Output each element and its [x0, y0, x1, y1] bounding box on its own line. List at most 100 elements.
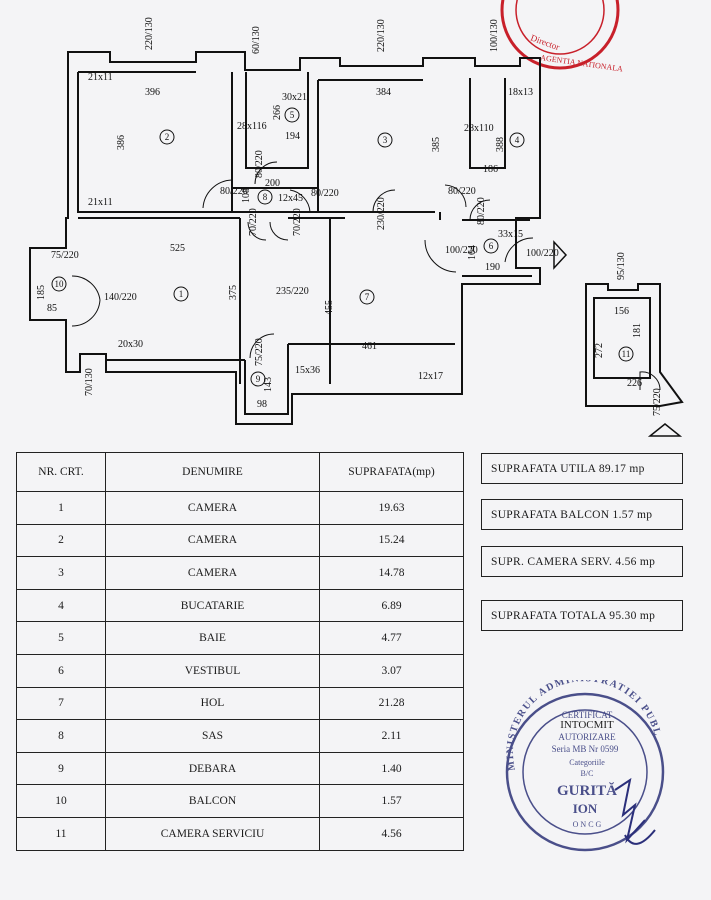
dim-label: 181 [632, 323, 643, 338]
summary-totala: SUPRAFATA TOTALA 95.30 mp [481, 600, 683, 631]
dim-label: 75/220 [51, 250, 79, 261]
cell-nr: 4 [16, 588, 106, 623]
cell-area: 14.78 [319, 556, 464, 590]
dim-label: 33x15 [498, 229, 523, 240]
dim-label: 200 [265, 178, 280, 189]
dim-label: 70/220 [248, 208, 259, 236]
dim-label: 75/220 [652, 388, 663, 416]
dim-label: 80/220 [311, 188, 339, 199]
dim-label: 15x36 [295, 365, 320, 376]
dim-label: 60/130 [251, 26, 262, 54]
cell-area: 1.57 [319, 784, 464, 818]
dim-label: 80/220 [254, 150, 265, 178]
room-number-4: 4 [509, 132, 525, 148]
cell-name: CAMERA [105, 491, 320, 525]
stamp-line: INTOCMIT [560, 719, 614, 731]
cell-name: VESTIBUL [105, 653, 320, 688]
cell-nr: 1 [16, 491, 106, 525]
cell-area: 1.40 [319, 751, 464, 786]
svg-text:9: 9 [256, 374, 261, 384]
dim-label: 396 [145, 87, 160, 98]
stamp-line: Categoriile [569, 758, 605, 767]
door-swings [71, 161, 661, 391]
dim-label: 190 [485, 262, 500, 273]
cell-area: 4.77 [319, 621, 464, 655]
cell-nr: 6 [16, 653, 106, 688]
red-stamp-text-b: AGENTIA NATIONALA [540, 53, 624, 74]
room-number-5: 5 [284, 107, 300, 123]
cell-area: 19.63 [319, 491, 464, 525]
dim-label: 140/220 [104, 292, 137, 303]
room-number-7: 7 [359, 289, 375, 305]
dim-label: 164 [467, 245, 478, 260]
dim-label: 28x110 [464, 123, 494, 134]
red-stamp-text-a: Director [529, 32, 561, 52]
cell-nr: 7 [16, 686, 106, 721]
cell-nr: 5 [16, 621, 106, 655]
dim-label: 21x11 [88, 197, 113, 208]
summary-camera-serv: SUPR. CAMERA SERV. 4.56 mp [481, 546, 683, 577]
dim-label: 100/130 [489, 19, 500, 52]
entrance-arrow [553, 240, 568, 270]
dim-label: 18x13 [508, 87, 533, 98]
dim-label: 461 [362, 341, 377, 352]
cell-nr: 10 [16, 784, 106, 818]
cell-name: BALCON [105, 784, 320, 818]
dim-label: 70/220 [292, 208, 303, 236]
dim-label: 70/130 [84, 368, 95, 396]
dim-label: 230/220 [376, 197, 387, 230]
stamp-line: B/C [581, 769, 594, 778]
room-number-3: 3 [377, 132, 393, 148]
dim-label: 385 [431, 137, 442, 152]
cell-area: 21.28 [319, 686, 464, 721]
dim-label: 384 [376, 87, 391, 98]
room-number-6: 6 [483, 238, 499, 254]
cell-nr: 11 [16, 816, 106, 851]
cell-nr: 9 [16, 751, 106, 786]
cell-area: 15.24 [319, 523, 464, 558]
svg-text:11: 11 [622, 349, 631, 359]
cell-name: HOL [105, 686, 320, 721]
svg-text:1: 1 [179, 289, 184, 299]
stamp-line: Seria MB Nr 0599 [552, 744, 619, 754]
dim-label: 194 [285, 131, 300, 142]
dim-label: 386 [116, 135, 127, 150]
dim-label: 186 [483, 164, 498, 175]
cell-nr: 2 [16, 523, 106, 558]
floor-plan: Director AGENTIA NATIONALA [29, 0, 684, 437]
svg-text:4: 4 [515, 135, 520, 145]
svg-text:3: 3 [383, 135, 388, 145]
svg-text:8: 8 [263, 192, 268, 202]
svg-text:7: 7 [365, 292, 370, 302]
dim-label: 235/220 [276, 286, 309, 297]
stamp-line: O N C G [573, 820, 602, 829]
dim-label: 75/220 [254, 338, 265, 366]
svg-text:10: 10 [55, 279, 65, 289]
cell-nr: 3 [16, 556, 106, 590]
dim-label: 143 [263, 377, 274, 392]
cell-area: 3.07 [319, 653, 464, 688]
certification-stamp: MINISTERUL ADMINISTRATIEI PUBL CERTIFICA… [505, 680, 665, 852]
cell-name: CAMERA SERVICIU [105, 816, 320, 851]
dim-label: 12x45 [278, 193, 303, 204]
dim-label: 226 [627, 378, 642, 389]
summary-balcon: SUPRAFATA BALCON 1.57 mp [481, 499, 683, 530]
entrance-arrow-2 [647, 423, 683, 437]
cell-name: CAMERA [105, 556, 320, 590]
room-11-walls [585, 283, 684, 407]
cell-name: SAS [105, 719, 320, 753]
dim-label: 80/220 [220, 186, 248, 197]
dimension-labels: 220/130 60/130 220/130 100/130 21x11 396… [36, 17, 663, 416]
signature [614, 777, 656, 845]
dim-label: 266 [272, 105, 283, 120]
